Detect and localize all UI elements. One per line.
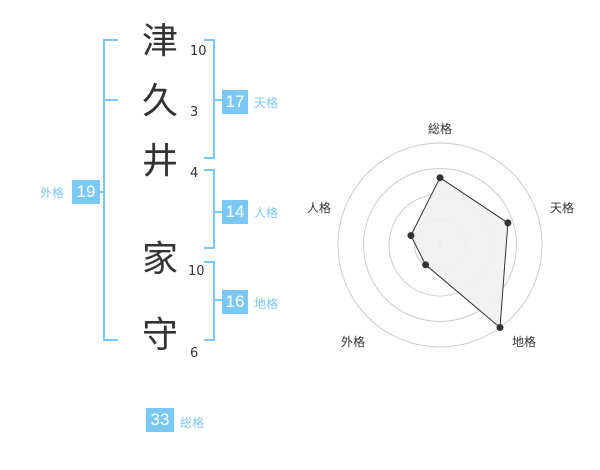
stroke-count-4: 10 [188,264,205,279]
stroke-count-2: 3 [190,105,199,120]
chikaku-label: 地格 [254,297,279,311]
radar-point-3 [496,324,504,331]
radar-axis-label-tenkaku: 天格 [550,201,575,215]
stroke-count-5: 6 [190,346,199,361]
name-char-2: 久 [141,81,178,122]
radar-point-2 [504,219,512,227]
jinkaku-badge: 14 [222,200,248,224]
radar-ring-4 [337,142,543,348]
tenkaku-badge: 17 [222,90,248,114]
tenkaku-label: 天格 [254,96,279,110]
gaikaku-label: 外格 [40,186,65,200]
radar-axis-label-chikaku: 地格 [512,335,537,349]
radar-ring-3 [363,168,517,322]
name-char-5: 守 [141,315,178,356]
stroke-count-1: 10 [190,44,207,59]
chikaku-bracket [204,261,222,341]
radar-axis-label-jinkaku: 人格 [307,201,332,215]
radar-axis-label-soukaku: 総格 [428,122,453,136]
name-char-4: 家 [141,239,178,280]
gaikaku-badge: 19 [72,180,100,204]
radar-polygon [410,176,509,329]
stroke-count-3: 4 [190,166,199,181]
soukaku-badge: 33 [146,408,174,432]
tenkaku-bracket [204,39,222,159]
radar-chart [337,142,543,348]
name-char-1: 津 [141,21,178,62]
soukaku-label: 総格 [180,416,205,430]
radar-axis-label-gaikaku: 外格 [341,335,366,349]
radar-point-4 [422,261,430,269]
jinkaku-label: 人格 [254,206,279,220]
name-char-3: 井 [141,141,178,182]
radar-point-1 [436,174,444,182]
jinkaku-bracket [204,169,222,249]
chikaku-badge: 16 [222,290,248,314]
radar-point-5 [407,232,415,239]
